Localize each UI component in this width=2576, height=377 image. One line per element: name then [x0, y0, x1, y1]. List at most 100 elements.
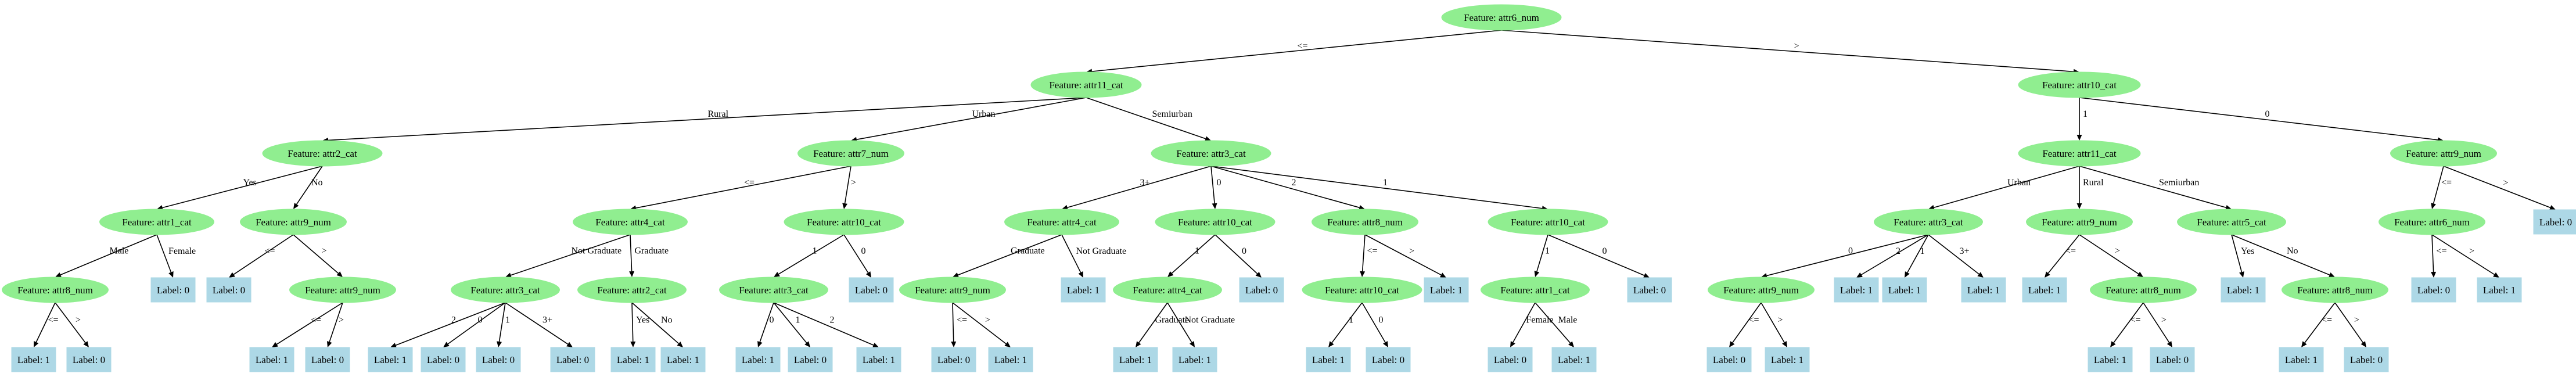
node-label: Feature: attr9_num: [915, 285, 990, 296]
edge: 0: [1215, 234, 1262, 278]
feature-node: Feature: attr3_cat: [451, 277, 560, 303]
feature-ellipse: [240, 209, 347, 235]
feature-ellipse: [577, 277, 687, 303]
edge-arrowhead: [865, 271, 871, 278]
edge: <=: [229, 234, 294, 278]
node-label: Feature: attr3_cat: [470, 285, 540, 296]
edge: <=: [2431, 166, 2452, 209]
edge-label: 3+: [1960, 246, 1970, 256]
edge-label: Yes: [243, 178, 257, 188]
edge: Urban: [851, 97, 1087, 142]
feature-node: Feature: attr3_cat: [1874, 209, 1983, 235]
edge-label: >: [322, 246, 327, 256]
edge-arrowhead: [1212, 203, 1217, 209]
feature-ellipse: [1155, 209, 1276, 235]
edge: 0: [757, 302, 774, 347]
feature-node: Feature: attr10_cat: [1155, 209, 1276, 235]
leaf-node: Label: 1: [610, 347, 656, 372]
feature-node: Feature: attr8_num: [2282, 277, 2388, 303]
leaf-node: Label: 0: [1488, 347, 1533, 372]
edge-label: >: [1409, 246, 1414, 256]
edge-label: Male: [110, 246, 129, 256]
node-label: Feature: attr10_cat: [1325, 285, 1399, 296]
edge-line: [1167, 302, 1192, 343]
edge-arrowhead: [1004, 342, 1011, 347]
feature-ellipse: [1151, 140, 1271, 167]
leaf-box: [150, 277, 196, 303]
node-label: Label: 0: [2156, 354, 2189, 365]
edge-label: >: [339, 315, 344, 325]
edge-line: [498, 302, 506, 342]
edge: 3+: [505, 302, 573, 347]
edge-arrowhead: [443, 342, 450, 347]
leaf-box: [368, 347, 413, 372]
edge-line: [1761, 302, 1785, 343]
edge-label: 0: [1379, 315, 1384, 325]
leaf-node: Label: 0: [550, 347, 595, 372]
leaf-box: [1882, 277, 1927, 303]
node-label: Label: 0: [794, 354, 827, 365]
node-label: Feature: attr2_cat: [288, 148, 357, 159]
edge: <=: [272, 302, 343, 347]
edge-line: [630, 234, 633, 272]
edge: >: [326, 302, 344, 347]
leaf-node: Label: 1: [1765, 347, 1810, 372]
feature-ellipse: [1708, 277, 1815, 303]
edge-label: 0: [1217, 178, 1221, 188]
feature-node: Feature: attr11_cat: [2018, 140, 2141, 167]
leaf-node: Label: 1: [368, 347, 413, 372]
edge-line: [2334, 302, 2363, 343]
feature-node: Feature: attr10_cat: [784, 209, 904, 235]
edge-label: Graduate: [1155, 315, 1190, 325]
edge-line: [1331, 302, 1363, 343]
leaf-box: [206, 277, 252, 303]
edge-arrowhead: [1568, 341, 1574, 347]
edge: No: [293, 166, 323, 209]
edge-line: [60, 234, 157, 275]
edge-line: [2113, 302, 2144, 343]
edge: 1: [1210, 166, 1548, 211]
edge-line: [952, 302, 954, 342]
feature-ellipse: [451, 277, 560, 303]
leaf-box: [1834, 277, 1879, 303]
edge-line: [773, 302, 807, 343]
edge: <=: [1086, 30, 1502, 74]
edge-arrowhead: [757, 341, 763, 347]
edge-arrowhead: [1062, 204, 1068, 210]
edge-line: [1732, 302, 1762, 343]
edge-label: >: [2115, 246, 2120, 256]
leaf-node: Label: 0: [476, 347, 521, 372]
edge-arrowhead: [804, 341, 810, 347]
feature-node: Feature: attr8_num: [1312, 209, 1418, 235]
edge-line: [631, 302, 634, 342]
edge: 0: [443, 302, 506, 347]
edge-arrowhead: [1360, 271, 1366, 277]
edge-label: 2: [1292, 178, 1296, 188]
node-label: Label: 1: [1119, 354, 1152, 365]
leaf-node: Label: 1: [660, 347, 706, 372]
edge-label: <=: [1367, 246, 1378, 256]
edge-line: [1067, 166, 1212, 209]
node-label: Feature: attr4_cat: [1133, 285, 1202, 296]
feature-ellipse: [2018, 140, 2141, 167]
edge-label: <=: [1749, 315, 1759, 325]
leaf-box: [2411, 277, 2456, 303]
leaf-box: [610, 347, 656, 372]
edge-arrowhead: [842, 203, 848, 209]
edge-label: 1: [2083, 109, 2088, 119]
feature-ellipse: [1113, 277, 1222, 303]
node-label: Feature: attr9_num: [1723, 285, 1799, 296]
edge-arrowhead: [1440, 272, 1446, 278]
edge-label: 1: [505, 315, 510, 325]
leaf-box: [1172, 347, 1217, 372]
node-label: Label: 1: [1771, 354, 1803, 365]
leaf-box: [2022, 277, 2067, 303]
edge-arrowhead: [2329, 272, 2335, 278]
leaf-node: Label: 1: [11, 347, 56, 372]
node-label: Feature: attr8_num: [2297, 285, 2373, 296]
edge-arrowhead: [2076, 203, 2082, 209]
leaf-box: [1765, 347, 1810, 372]
edge-line: [958, 234, 1062, 276]
leaf-node: Label: 1: [1172, 347, 1217, 372]
edge-label: No: [2287, 246, 2298, 256]
